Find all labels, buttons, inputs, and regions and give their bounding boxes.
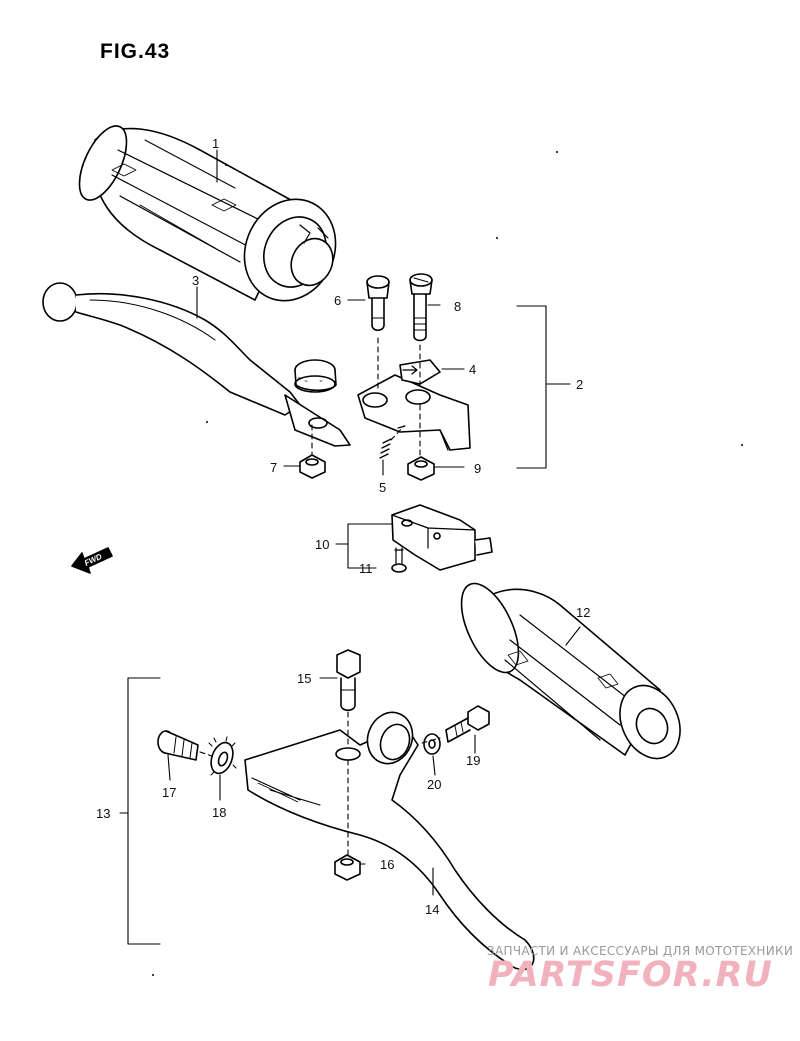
- assembly-guide-lines: [199, 337, 441, 856]
- callout-13: 13: [96, 806, 110, 821]
- nut-part-7: [299, 454, 326, 479]
- switch-holder-part: [357, 359, 471, 451]
- callout-leaders: [119, 149, 581, 945]
- callout-19: 19: [466, 753, 480, 768]
- callout-17: 17: [162, 785, 176, 800]
- callout-6: 6: [334, 293, 341, 308]
- pin-part-6: [366, 275, 390, 332]
- fwd-arrow-icon: [71, 547, 113, 574]
- callout-3: 3: [192, 273, 199, 288]
- washer-part-18: [208, 736, 237, 776]
- scan-specks: [152, 151, 743, 976]
- callout-9: 9: [474, 461, 481, 476]
- callout-15: 15: [297, 671, 311, 686]
- right-grip-part: [460, 582, 681, 760]
- callout-18: 18: [212, 805, 226, 820]
- clutch-switch-part: [391, 504, 493, 571]
- callout-8: 8: [454, 299, 461, 314]
- watermark-logo: PARTSFOR.RU: [488, 955, 773, 995]
- pivot-bolt-part-15: [336, 649, 361, 712]
- callout-10: 10: [315, 537, 329, 552]
- callout-11: 11: [359, 561, 373, 576]
- adjuster-part-17: [157, 730, 199, 761]
- callout-14: 14: [425, 902, 439, 917]
- washer-part-20: [423, 733, 441, 755]
- callout-12: 12: [576, 605, 590, 620]
- callout-1: 1: [212, 136, 219, 151]
- nut-part-16: [334, 854, 361, 881]
- watermark-tagline: ЗАПЧАСТИ И АКСЕССУАРЫ ДЛЯ МОТОТЕХНИКИ: [487, 944, 794, 958]
- callout-16: 16: [380, 857, 394, 872]
- callout-labels: 1 2 3 4 5 6 7 8 9 10 11 12 13 14 15 16 1…: [83, 136, 590, 917]
- figure-title: FIG.43: [100, 40, 171, 63]
- bolt-part-19: [445, 705, 490, 743]
- callout-4: 4: [469, 362, 476, 377]
- callout-5: 5: [379, 480, 386, 495]
- callout-20: 20: [427, 777, 441, 792]
- pin-part-8: [409, 273, 433, 342]
- nut-part-9: [407, 456, 435, 481]
- callout-7: 7: [270, 460, 277, 475]
- clutch-lever-part: [42, 282, 351, 447]
- callout-2: 2: [576, 377, 583, 392]
- spring-part: [379, 438, 392, 459]
- brake-lever-part: [244, 711, 535, 971]
- left-grip-part: [78, 125, 337, 302]
- screw-part-11: [391, 547, 407, 573]
